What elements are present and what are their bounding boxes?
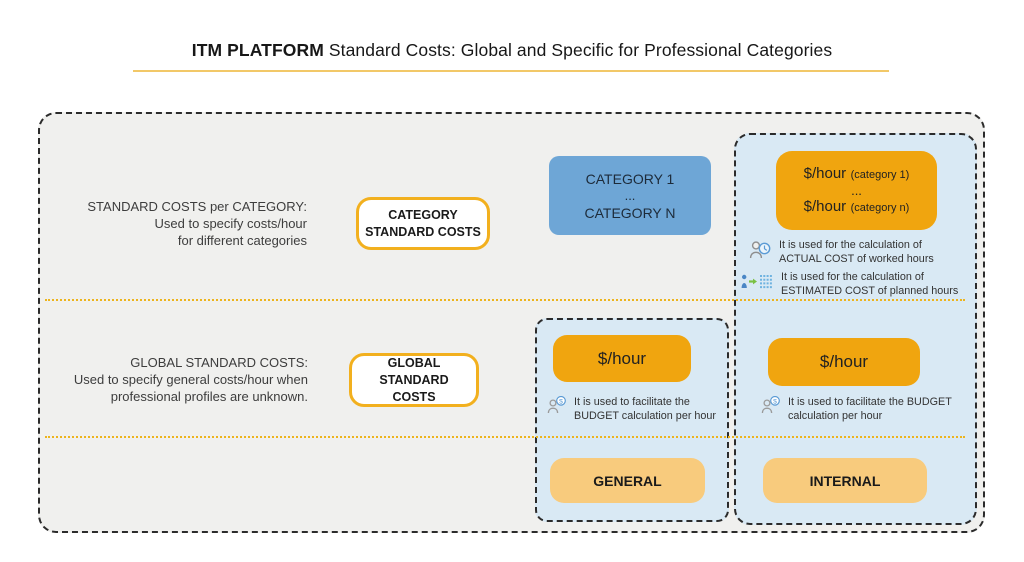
category-rates-box: $/hour (category 1) ... $/hour (category… bbox=[776, 151, 937, 230]
general-label-box: GENERAL bbox=[550, 458, 705, 503]
note-estimated-cost: It is used for the calculation of ESTIMA… bbox=[741, 271, 973, 298]
note-line: calculation per hour bbox=[788, 409, 883, 422]
category-standard-costs-box: CATEGORY STANDARD COSTS bbox=[356, 197, 490, 250]
category-row-description: STANDARD COSTS per CATEGORY: Used to spe… bbox=[60, 198, 307, 249]
desc-line: Used to specify general costs/hour when bbox=[73, 372, 308, 387]
title-underline bbox=[133, 70, 889, 72]
general-rate-box: $/hour bbox=[553, 335, 691, 382]
note-line: It is used for the calculation of bbox=[779, 239, 922, 251]
rate-suffix: (category 1) bbox=[850, 168, 910, 181]
desc-line: STANDARD COSTS per CATEGORY: bbox=[87, 199, 307, 214]
note-text: It is used to facilitate the BUDGET calc… bbox=[574, 396, 716, 423]
note-text: It is used to facilitate the BUDGET calc… bbox=[788, 396, 952, 423]
rate-value: $/hour bbox=[597, 348, 647, 368]
global-standard-costs-box: GLOBAL STANDARD COSTS bbox=[349, 353, 479, 407]
note-line: ACTUAL COST of worked hours bbox=[779, 252, 934, 265]
rate-value: $/hour bbox=[819, 352, 869, 371]
ellipsis: ... bbox=[851, 182, 862, 198]
row-divider-bottom bbox=[45, 436, 965, 438]
global-row-description: GLOBAL STANDARD COSTS: Used to specify g… bbox=[55, 354, 308, 405]
rate-suffix: (category n) bbox=[850, 201, 910, 214]
note-line: BUDGET calculation per hour bbox=[574, 409, 717, 422]
title-text: Standard Costs: Global and Specific for … bbox=[328, 40, 833, 60]
category-item: CATEGORY 1 bbox=[585, 170, 675, 187]
desc-line: professional profiles are unknown. bbox=[110, 389, 308, 404]
row-divider-top bbox=[45, 299, 965, 301]
box-line: CATEGORY bbox=[388, 207, 458, 222]
note-line: It is used to facilitate the BUDGET bbox=[788, 396, 952, 408]
general-label: GENERAL bbox=[593, 472, 662, 489]
svg-text:$: $ bbox=[559, 398, 563, 405]
note-line: ESTIMATED COST of planned hours bbox=[781, 284, 959, 297]
note-actual-cost: It is used for the calculation of ACTUAL… bbox=[748, 239, 970, 266]
note-line: It is used for the calculation of bbox=[781, 271, 924, 283]
person-dollar-icon: $ bbox=[546, 396, 567, 414]
ellipsis: ... bbox=[624, 187, 636, 203]
internal-label-box: INTERNAL bbox=[763, 458, 927, 503]
box-line: COSTS bbox=[392, 389, 436, 404]
box-line: GLOBAL STANDARD bbox=[379, 355, 449, 387]
rate-line: $/hour (category n) bbox=[804, 198, 910, 217]
rate-value: $/hour bbox=[803, 164, 847, 182]
title-brand: ITM PLATFORM bbox=[191, 40, 324, 60]
rate-value: $/hour bbox=[803, 197, 847, 215]
note-internal-budget: $ It is used to facilitate the BUDGET ca… bbox=[760, 396, 965, 423]
internal-rate-box: $/hour bbox=[768, 338, 920, 386]
desc-line: GLOBAL STANDARD COSTS: bbox=[130, 355, 308, 370]
box-line: STANDARD COSTS bbox=[365, 224, 481, 239]
person-arrow-grid-icon bbox=[741, 274, 774, 289]
person-dollar-icon: $ bbox=[760, 396, 781, 414]
note-text: It is used for the calculation of ESTIMA… bbox=[781, 271, 958, 298]
desc-line: Used to specify costs/hour bbox=[154, 216, 307, 231]
category-item: CATEGORY N bbox=[584, 204, 676, 221]
categories-box: CATEGORY 1 ... CATEGORY N bbox=[549, 156, 711, 235]
page-title: ITM PLATFORM Standard Costs: Global and … bbox=[0, 40, 1024, 61]
note-general-budget: $ It is used to facilitate the BUDGET ca… bbox=[546, 396, 718, 423]
desc-line: for different categories bbox=[177, 233, 307, 248]
rate-line: $/hour (category 1) bbox=[804, 165, 910, 184]
svg-text:$: $ bbox=[773, 398, 777, 405]
note-line: It is used to facilitate the bbox=[574, 396, 690, 408]
note-text: It is used for the calculation of ACTUAL… bbox=[779, 239, 934, 266]
internal-label: INTERNAL bbox=[809, 472, 881, 489]
person-clock-icon bbox=[748, 239, 772, 261]
